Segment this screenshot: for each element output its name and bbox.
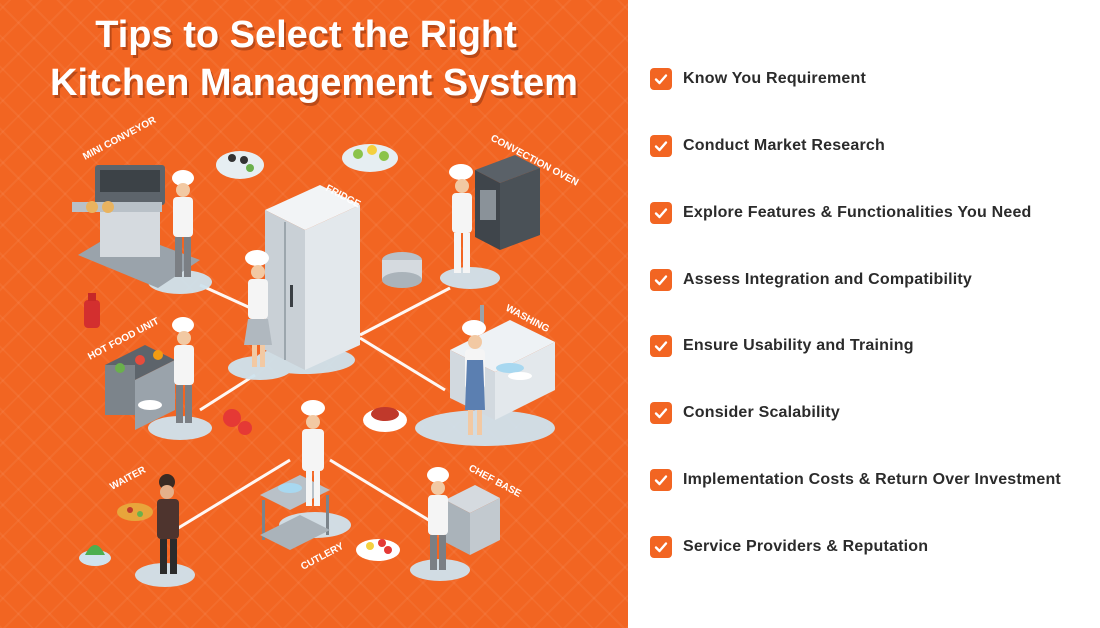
checkmark-icon: [650, 402, 672, 424]
kitchen-illustration: MINI CONVEYOR FRIDGE: [72, 114, 580, 587]
chef-figure: [462, 320, 486, 435]
checkmark-icon: [650, 469, 672, 491]
checkmark-icon: [650, 335, 672, 357]
title-line-2: Kitchen Management System: [50, 62, 578, 104]
tip-item: Know You Requirement: [650, 67, 866, 91]
label-waiter: WAITER: [108, 464, 148, 492]
tip-item: Consider Scalability: [650, 401, 840, 425]
tip-label: Assess Integration and Compatibility: [683, 271, 973, 288]
convection-oven-unit: [475, 155, 540, 250]
chef-figure: [449, 164, 473, 273]
fridge-unit: [265, 185, 360, 370]
title-line-1: Tips to Select the Right: [95, 14, 517, 56]
tip-item: Service Providers & Reputation: [650, 535, 928, 559]
cutlery-trolley: [260, 475, 330, 550]
chef-figure: [172, 317, 194, 423]
chef-figure: [172, 170, 194, 277]
mini-conveyor-unit: [72, 165, 200, 288]
label-cutlery: CUTLERY: [299, 541, 346, 573]
tip-label: Explore Features & Functionalities You N…: [683, 204, 1032, 221]
tip-item: Implementation Costs & Return Over Inves…: [650, 468, 1061, 492]
chef-figure: [244, 250, 272, 367]
checkmark-icon: [650, 269, 672, 291]
tips-list: Know You Requirement Conduct Market Rese…: [628, 0, 1100, 628]
tip-label: Implementation Costs & Return Over Inves…: [683, 471, 1061, 488]
tip-label: Conduct Market Research: [683, 137, 885, 154]
checkmark-icon: [650, 202, 672, 224]
checkmark-icon: [650, 135, 672, 157]
infographic-panel: Tips to Select the Right Kitchen Managem…: [0, 0, 628, 628]
waiter-figure: [117, 474, 179, 574]
label-mini-conveyor: MINI CONVEYOR: [81, 114, 158, 162]
chef-figure: [427, 467, 449, 570]
tip-label: Service Providers & Reputation: [683, 538, 929, 555]
chef-figure: [301, 400, 325, 506]
hot-food-unit: [105, 345, 175, 430]
chef-base-unit: [445, 485, 500, 555]
checkmark-icon: [650, 536, 672, 558]
tip-item: Explore Features & Functionalities You N…: [650, 201, 1032, 225]
tip-label: Ensure Usability and Training: [683, 337, 914, 354]
tip-label: Know You Requirement: [683, 70, 866, 87]
tip-item: Conduct Market Research: [650, 134, 885, 158]
tip-item: Assess Integration and Compatibility: [650, 268, 972, 292]
checkmark-icon: [650, 68, 672, 90]
tip-label: Consider Scalability: [683, 404, 840, 421]
tip-item: Ensure Usability and Training: [650, 334, 914, 358]
